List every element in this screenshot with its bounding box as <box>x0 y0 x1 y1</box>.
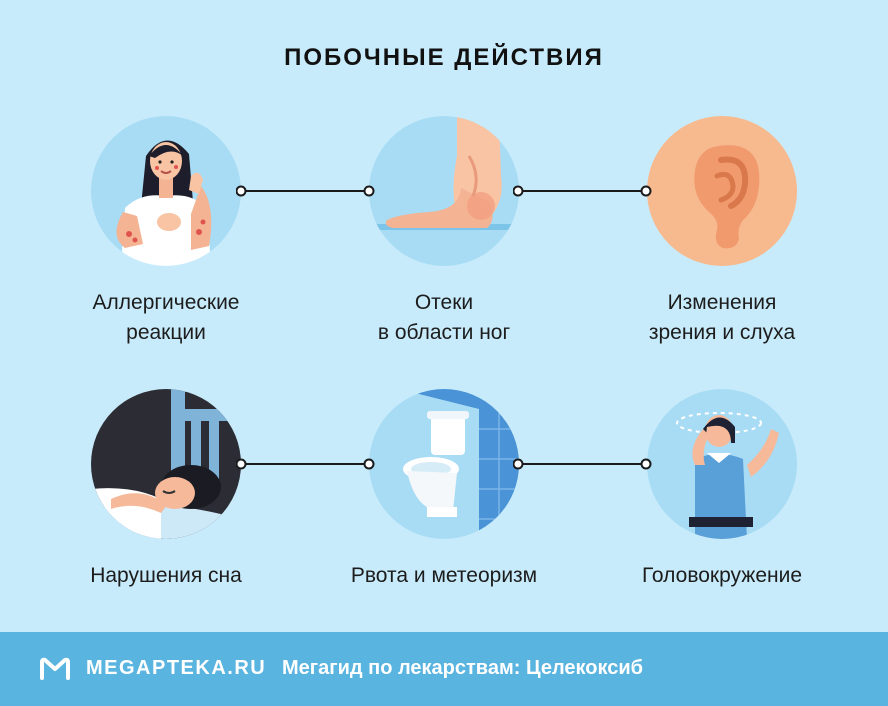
connector-line <box>513 185 652 197</box>
label-line: реакции <box>126 321 206 344</box>
toilet-icon <box>369 389 519 539</box>
footer-bar: MEGAPTEKA.RU Мегагид по лекарствам: Целе… <box>0 632 888 706</box>
label-line: Головокружение <box>641 564 803 587</box>
logo-icon <box>40 657 70 680</box>
label-vomiting: Рвота и метеоризм <box>314 561 574 591</box>
label-line: Изменения <box>667 291 777 314</box>
label-line: Рвота и метеоризм <box>350 564 538 587</box>
label-line: Отеки <box>414 291 474 314</box>
label-vision-hearing: Изменения зрения и слуха <box>592 288 852 348</box>
connector-line <box>236 458 375 470</box>
label-swelling: Отеки в области ног <box>314 288 574 348</box>
swollen-foot-icon <box>369 116 519 266</box>
connector-line <box>513 458 652 470</box>
label-line: в области ног <box>377 321 511 344</box>
label-line: Аллергические <box>92 291 240 314</box>
label-allergy: Аллергические реакции <box>36 288 296 348</box>
ear-icon <box>647 116 797 266</box>
allergy-woman-icon <box>91 116 241 266</box>
brand-name[interactable]: MEGAPTEKA.RU <box>86 657 267 679</box>
page-title: ПОБОЧНЫЕ ДЕЙСТВИЯ <box>284 44 604 71</box>
label-line: Нарушения сна <box>90 564 242 587</box>
label-line: зрения и слуха <box>648 321 796 344</box>
dizzy-woman-icon <box>647 389 797 539</box>
label-dizziness: Головокружение <box>592 561 852 591</box>
connector-line <box>236 185 375 197</box>
label-sleep: Нарушения сна <box>36 561 296 591</box>
sleeping-woman-icon <box>91 389 241 539</box>
footer-tagline: Мегагид по лекарствам: Целекоксиб <box>282 657 643 679</box>
